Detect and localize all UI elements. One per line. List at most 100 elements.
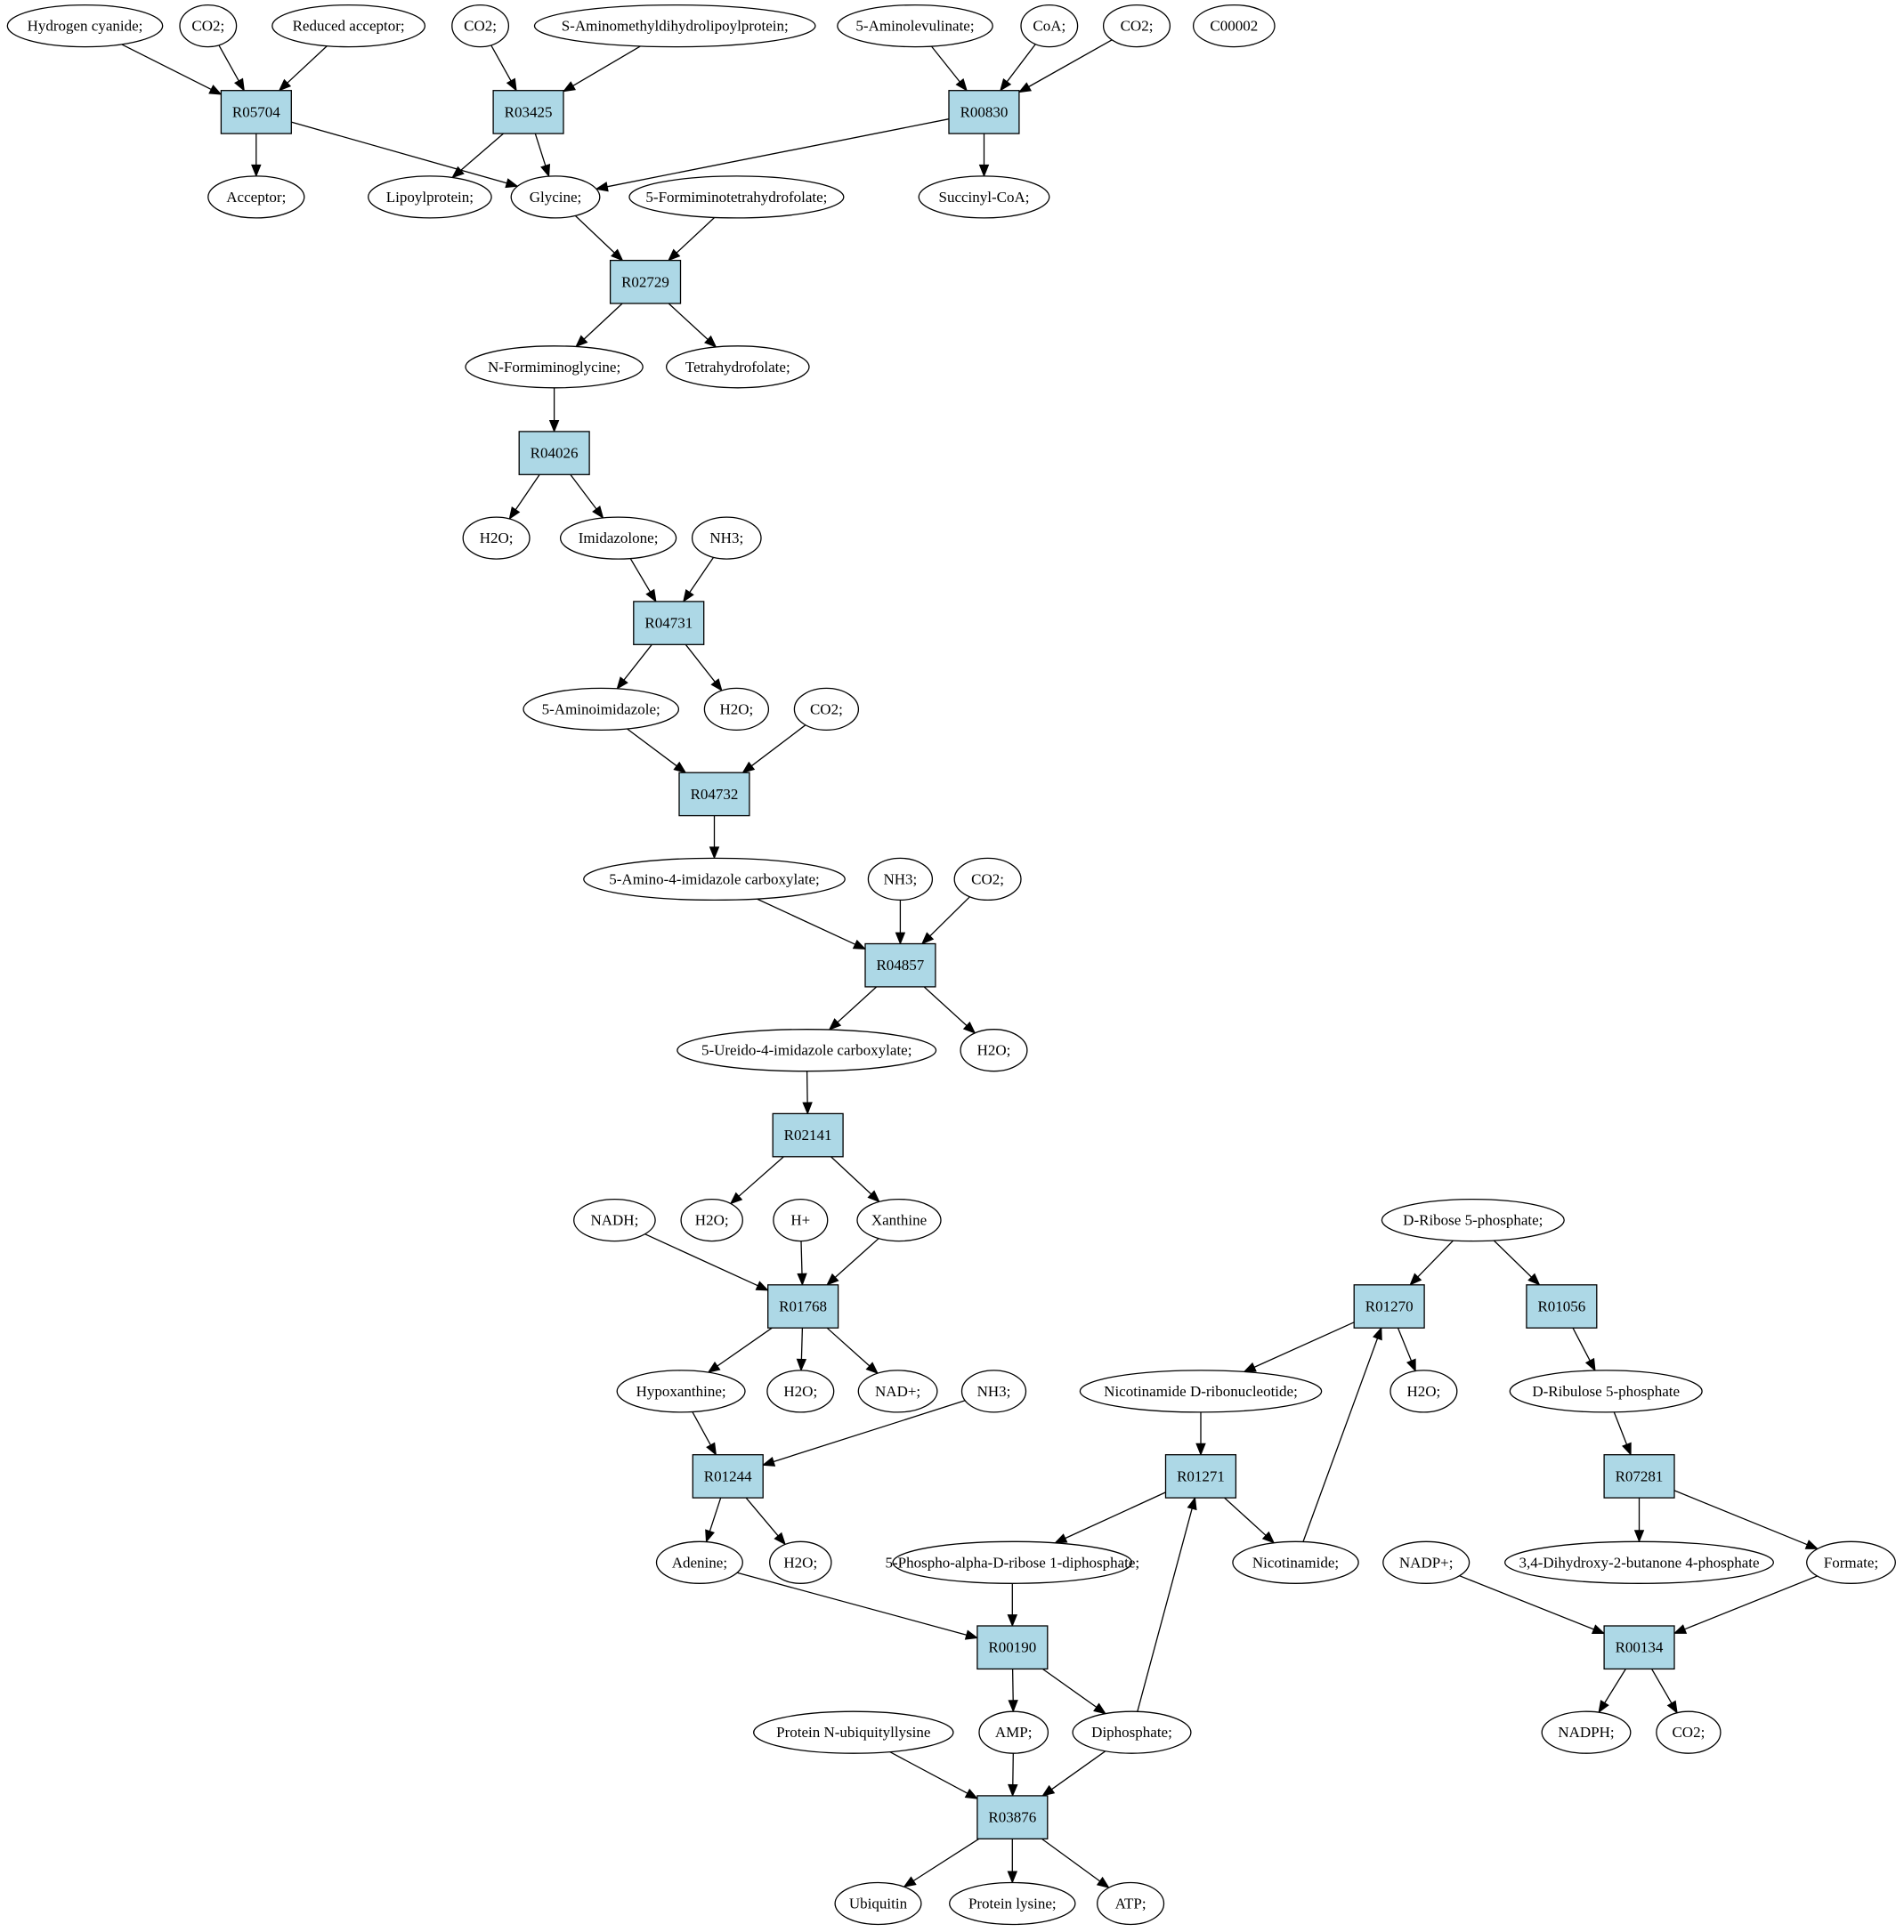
- compound-node-r5p[interactable]: D-Ribose 5-phosphate;: [1381, 1198, 1565, 1242]
- compound-node-uic[interactable]: 5-Ureido-4-imidazole carboxylate;: [677, 1029, 937, 1072]
- reaction-node-R04732[interactable]: R04732: [678, 772, 750, 817]
- reaction-node-R00830[interactable]: R00830: [948, 90, 1020, 134]
- compound-node-amp[interactable]: AMP;: [978, 1710, 1049, 1754]
- node-label: H2O;: [1407, 1383, 1441, 1400]
- compound-node-glycine[interactable]: Glycine;: [510, 175, 601, 219]
- compound-node-nadpplus[interactable]: NADP+;: [1382, 1540, 1471, 1584]
- compound-node-prpp[interactable]: 5-Phospho-alpha-D-ribose 1-diphosphate;: [885, 1540, 1139, 1584]
- compound-node-xanthine[interactable]: Xanthine: [856, 1198, 942, 1242]
- compound-node-nh3_c[interactable]: NH3;: [960, 1370, 1027, 1413]
- edge-R01271-to-nicotinamide: [1224, 1497, 1276, 1544]
- compound-ellipse: [462, 516, 531, 560]
- edge-line: [745, 1497, 779, 1537]
- arrow-head: [1804, 1540, 1819, 1549]
- reaction-node-R01270[interactable]: R01270: [1353, 1284, 1425, 1329]
- compound-node-hcn[interactable]: Hydrogen cyanide;: [6, 4, 164, 48]
- reaction-node-R02729[interactable]: R02729: [609, 259, 682, 304]
- compound-node-h2o_e[interactable]: H2O;: [766, 1370, 835, 1413]
- compound-node-atp[interactable]: ATP;: [1097, 1881, 1165, 1926]
- compound-node-samdl[interactable]: S-Aminomethyldihydrolipoylprotein;: [533, 4, 816, 48]
- compound-node-co2_f[interactable]: CO2;: [1656, 1710, 1722, 1754]
- reaction-node-R01056[interactable]: R01056: [1526, 1284, 1598, 1329]
- reaction-node-R04857[interactable]: R04857: [864, 942, 936, 988]
- reaction-box: [1526, 1284, 1598, 1329]
- reaction-node-R01244[interactable]: R01244: [692, 1454, 764, 1499]
- reaction-node-R03425[interactable]: R03425: [492, 90, 564, 134]
- compound-node-coa[interactable]: CoA;: [1020, 4, 1079, 48]
- compound-node-co2_d[interactable]: CO2;: [793, 687, 860, 732]
- compound-node-co2_b[interactable]: CO2;: [451, 4, 510, 48]
- node-label: 5-Amino-4-imidazole carboxylate;: [609, 870, 820, 887]
- compound-node-nh3_b[interactable]: NH3;: [867, 857, 934, 901]
- compound-node-h2o_f[interactable]: H2O;: [1390, 1370, 1458, 1413]
- node-label: R02729: [621, 273, 669, 290]
- reaction-node-R00190[interactable]: R00190: [976, 1625, 1049, 1670]
- compound-node-h2o_c[interactable]: H2O;: [960, 1029, 1028, 1072]
- compound-node-ru5p[interactable]: D-Ribulose 5-phosphate: [1509, 1370, 1703, 1413]
- compound-node-nadph[interactable]: NADPH;: [1541, 1710, 1632, 1754]
- compound-node-h2o_a[interactable]: H2O;: [462, 516, 531, 560]
- compound-node-nicotinamide[interactable]: Nicotinamide;: [1232, 1540, 1359, 1584]
- reaction-node-R04026[interactable]: R04026: [518, 431, 590, 475]
- compound-node-thf[interactable]: Tetrahydrofolate;: [665, 345, 810, 389]
- compound-node-formate[interactable]: Formate;: [1806, 1540, 1896, 1584]
- compound-node-redacc[interactable]: Reduced acceptor;: [271, 4, 426, 48]
- reaction-node-R01768[interactable]: R01768: [767, 1284, 839, 1329]
- node-label: H2O;: [783, 1383, 817, 1400]
- reaction-node-R04731[interactable]: R04731: [633, 601, 705, 645]
- reaction-node-R03876[interactable]: R03876: [976, 1795, 1049, 1839]
- edge-R00134-to-co2_f: [1651, 1669, 1678, 1714]
- compound-node-nmn[interactable]: Nicotinamide D-ribonucleotide;: [1079, 1370, 1323, 1413]
- compound-node-nadplus[interactable]: NAD+;: [857, 1370, 938, 1413]
- compound-node-succoa[interactable]: Succinyl-CoA;: [918, 175, 1050, 219]
- compound-node-nh3_a[interactable]: NH3;: [691, 516, 762, 560]
- edge-diphos-to-R01271: [1137, 1496, 1197, 1712]
- reaction-node-R05704[interactable]: R05704: [220, 90, 292, 134]
- compound-node-fthf[interactable]: 5-Formiminotetrahydrofolate;: [628, 175, 845, 219]
- reaction-node-R02141[interactable]: R02141: [772, 1112, 844, 1158]
- arrow-head: [955, 78, 968, 92]
- compound-node-aminoimid[interactable]: 5-Aminoimidazole;: [523, 687, 680, 732]
- compound-node-co2_c[interactable]: CO2;: [1102, 4, 1171, 48]
- compound-node-co2_a[interactable]: CO2;: [179, 4, 238, 48]
- compound-node-imidazolone[interactable]: Imidazolone;: [559, 516, 677, 560]
- compound-node-h2o_b[interactable]: H2O;: [703, 687, 770, 732]
- edge-line: [574, 214, 615, 254]
- reaction-node-R01271[interactable]: R01271: [1164, 1454, 1237, 1499]
- compound-node-co2_e[interactable]: CO2;: [953, 857, 1022, 901]
- edge-R01768-to-h2o_e: [796, 1328, 807, 1372]
- edge-line: [692, 1411, 711, 1446]
- compound-node-nfg[interactable]: N-Formiminoglycine;: [465, 345, 644, 389]
- node-label: Diphosphate;: [1091, 1724, 1172, 1741]
- reaction-node-R07281[interactable]: R07281: [1603, 1454, 1675, 1499]
- reaction-node-R00134[interactable]: R00134: [1603, 1625, 1675, 1670]
- edge-line: [1302, 1338, 1379, 1542]
- node-label: ATP;: [1115, 1896, 1146, 1912]
- node-label: R03425: [505, 103, 553, 120]
- compound-node-diphos[interactable]: Diphosphate;: [1072, 1710, 1192, 1754]
- edge-R01244-to-h2o_g: [745, 1497, 786, 1546]
- compound-ellipse: [1504, 1540, 1774, 1584]
- compound-node-c00002[interactable]: C00002: [1192, 4, 1276, 48]
- compound-node-acceptor[interactable]: Acceptor;: [207, 175, 305, 219]
- edge-R00134-to-nadph: [1598, 1669, 1626, 1714]
- compound-node-ubiquitin[interactable]: Ubiquitin: [834, 1881, 922, 1926]
- compound-ellipse: [703, 687, 770, 732]
- compound-node-lipoyl[interactable]: Lipoylprotein;: [368, 175, 492, 219]
- compound-node-dhbp[interactable]: 3,4-Dihydroxy-2-butanone 4-phosphate: [1504, 1540, 1774, 1584]
- node-label: CO2;: [810, 700, 843, 717]
- edge-line: [1051, 1750, 1106, 1791]
- compound-node-hplus[interactable]: H+: [773, 1198, 829, 1242]
- node-label: NAD+;: [875, 1383, 920, 1400]
- compound-node-adenine[interactable]: Adenine;: [655, 1540, 743, 1584]
- compound-node-nadh[interactable]: NADH;: [573, 1198, 656, 1242]
- compound-node-h2o_d[interactable]: H2O;: [680, 1198, 743, 1242]
- compound-node-ala[interactable]: 5-Aminolevulinate;: [837, 4, 993, 48]
- compound-ellipse: [1097, 1881, 1165, 1926]
- compound-node-h2o_g[interactable]: H2O;: [769, 1540, 832, 1584]
- compound-node-aic[interactable]: 5-Amino-4-imidazole carboxylate;: [583, 857, 846, 901]
- compound-node-pnul[interactable]: Protein N-ubiquityllysine: [753, 1710, 954, 1754]
- node-label: H2O;: [783, 1554, 817, 1571]
- compound-node-plys[interactable]: Protein lysine;: [949, 1881, 1076, 1926]
- compound-node-hypox[interactable]: Hypoxanthine;: [616, 1370, 746, 1413]
